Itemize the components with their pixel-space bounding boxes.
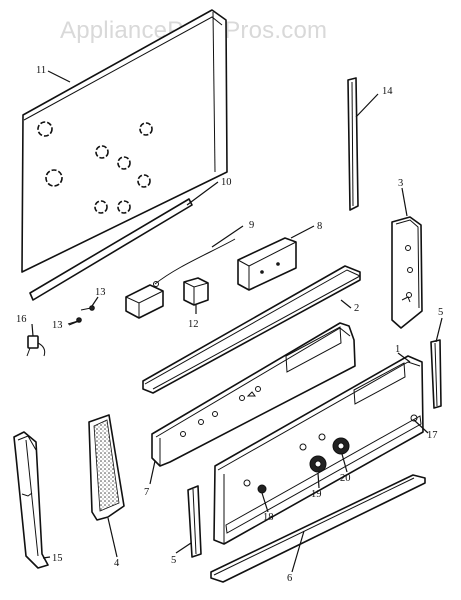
part-5-trim-bottom bbox=[187, 485, 202, 558]
part-6-bottom-trim bbox=[210, 474, 426, 583]
part-9-connector bbox=[125, 284, 164, 319]
callout-20: 20 bbox=[340, 473, 351, 484]
part-1-control-panel bbox=[213, 355, 424, 545]
part-15-left-bracket bbox=[13, 431, 49, 569]
part-17-pushbutton bbox=[410, 414, 418, 422]
callout-6: 6 bbox=[287, 573, 292, 584]
part-16-clip bbox=[26, 335, 46, 357]
part-4-insulation bbox=[88, 414, 125, 521]
part-7-control-backplate bbox=[151, 322, 356, 467]
part-5-trim-right bbox=[430, 339, 442, 409]
callout-16: 16 bbox=[16, 314, 27, 325]
part-2-channel bbox=[142, 265, 361, 394]
callout-5-right: 5 bbox=[438, 307, 443, 318]
part-13-screw-upper bbox=[80, 305, 95, 311]
part-12-cube bbox=[183, 277, 209, 306]
part-19-knob bbox=[299, 443, 327, 473]
callout-3: 3 bbox=[398, 178, 403, 189]
part-20-knob bbox=[318, 433, 350, 455]
callout-7: 7 bbox=[144, 487, 149, 498]
callout-12: 12 bbox=[188, 319, 199, 330]
callout-8: 8 bbox=[317, 221, 322, 232]
part-3-side-bracket bbox=[391, 216, 423, 329]
callout-4: 4 bbox=[114, 558, 120, 569]
part-10-strip bbox=[29, 198, 193, 301]
part-9-wire bbox=[153, 238, 236, 287]
callout-11: 11 bbox=[36, 65, 46, 76]
callout-5-bottom: 5 bbox=[171, 555, 176, 566]
leader-lines bbox=[31, 70, 443, 573]
callout-labels: 11 14 10 3 9 8 13 13 12 2 5 16 1 7 17 20… bbox=[16, 65, 443, 584]
callout-18: 18 bbox=[263, 512, 274, 523]
callout-13-lower: 13 bbox=[52, 320, 63, 331]
part-11-back-panel bbox=[21, 9, 228, 273]
callout-17: 17 bbox=[427, 430, 438, 441]
callout-15: 15 bbox=[52, 553, 63, 564]
callout-2: 2 bbox=[354, 303, 359, 314]
callout-14: 14 bbox=[382, 86, 393, 97]
part-8-box bbox=[237, 237, 297, 291]
callout-10: 10 bbox=[221, 177, 232, 188]
callout-9: 9 bbox=[249, 220, 254, 231]
part-14-bracket bbox=[347, 77, 359, 211]
callout-13-upper: 13 bbox=[95, 287, 106, 298]
callout-1: 1 bbox=[395, 344, 400, 355]
callout-19: 19 bbox=[311, 489, 322, 500]
